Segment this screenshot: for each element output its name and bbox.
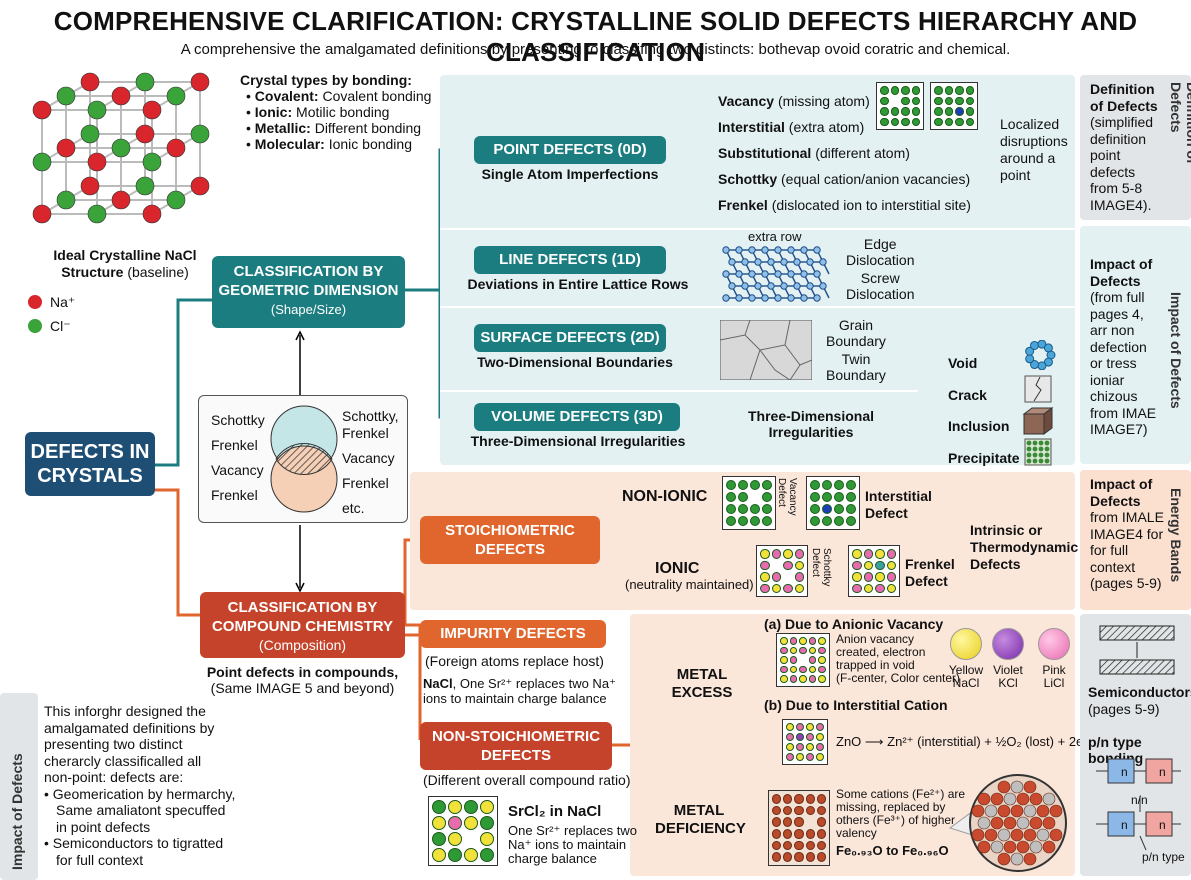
- impurity-nacl-note: NaCl, One Sr²⁺ replaces two Na⁺ions to m…: [423, 676, 616, 706]
- pn-junction-icon: [1096, 758, 1181, 851]
- vacancy-defect-label: Vacancy Defect: [776, 478, 798, 516]
- defects-in-crystals-box[interactable]: DEFECTS IN CRYSTALS: [25, 432, 155, 496]
- chloride-ion-icon: [28, 319, 42, 333]
- stoichiometric-defects-box[interactable]: STOICHIOMETRIC DEFECTS: [420, 516, 600, 564]
- semiconductors-sub: (pages 5-9): [1088, 701, 1160, 717]
- vacancy-defect-icon: [722, 476, 776, 530]
- semiconductors-title: Semiconductors: [1088, 684, 1191, 700]
- ionic-sub: (neutrality maintained): [625, 577, 754, 592]
- f-center-lattice-icon: [776, 633, 830, 687]
- definition-panel: [1080, 75, 1191, 220]
- point-defects-sub: Single Atom Imperfections: [481, 166, 659, 182]
- point-defects-box[interactable]: POINT DEFECTS (0D): [474, 136, 666, 164]
- precipitate-icon: [1024, 438, 1052, 466]
- chemistry-note: Point defects in compounds,(Same IMAGE 5…: [206, 664, 399, 696]
- void-icon: [1025, 340, 1056, 370]
- feo-zoom-icon: [948, 774, 1067, 872]
- crystal-types-heading: Crystal types by bonding:: [240, 72, 412, 88]
- volume-defects-box[interactable]: VOLUME DEFECTS (3D): [474, 403, 680, 431]
- nn-label: n/n: [1131, 793, 1148, 807]
- inclusion-icon: [1022, 407, 1054, 435]
- zno-lattice-icon: [782, 719, 828, 765]
- surface-defects-box[interactable]: SURFACE DEFECTS (2D): [474, 324, 666, 352]
- impurity-sub: (Foreign atoms replace host): [425, 653, 604, 669]
- grain-boundary-icon: [720, 320, 812, 380]
- deficiency-formula: Fe₀.₉₃O to Fe₀.₉₆O: [836, 843, 949, 858]
- volume-defects-sub: Three-Dimensional Irregularities: [470, 433, 686, 449]
- page-subtitle: A comprehensive the amalgamated definiti…: [180, 41, 1011, 58]
- energy-vertical-label: Energy Bands: [1168, 488, 1184, 583]
- pn-type-label: p/n type: [1142, 850, 1185, 864]
- venn-diagram-icon: [270, 405, 338, 513]
- feo-lattice-icon: [768, 790, 830, 866]
- geometric-classification-box[interactable]: CLASSIFICATION BY GEOMETRIC DIMENSION(Sh…: [212, 256, 405, 328]
- bottom-impact-vertical-label: Impact of Defects: [9, 753, 25, 870]
- bottom-impact-panel: [0, 693, 38, 880]
- n-label-4: n: [1159, 818, 1166, 832]
- point-defect-list: Vacancy (missing atom) Interstitial (ext…: [718, 93, 971, 213]
- interstitial-lattice-icon: [930, 82, 978, 130]
- n-label-1: n: [1121, 765, 1128, 779]
- chemistry-classification-box[interactable]: CLASSIFICATION BY COMPOUND CHEMISTRY(Com…: [200, 592, 405, 658]
- schottky-defect-icon: [756, 545, 808, 597]
- energy-panel: [1080, 470, 1191, 610]
- zno-equation: ZnO ⟶ Zn²⁺ (interstitial) + ½O₂ (lost) +…: [836, 734, 1091, 749]
- srcl2-lattice-icon: [428, 796, 498, 866]
- definition-vertical-label: Definition of Defects: [1168, 82, 1191, 164]
- n-label-3: n: [1121, 818, 1128, 832]
- extra-row-label: extra row: [748, 229, 802, 244]
- non-ionic-label: NON-IONIC: [622, 488, 708, 505]
- surface-defects-sub: Two-Dimensional Boundaries: [477, 354, 673, 370]
- pink-licl-icon: [1038, 628, 1070, 660]
- line-defects-box[interactable]: LINE DEFECTS (1D): [474, 246, 666, 274]
- sodium-ion-icon: [28, 295, 42, 309]
- frenkel-defect-icon: [848, 545, 900, 597]
- interstitial-defect-icon: [806, 476, 860, 530]
- vacancy-lattice-icon: [876, 82, 924, 130]
- impurity-defects-box[interactable]: IMPURITY DEFECTS: [420, 620, 606, 648]
- yellow-nacl-icon: [950, 628, 982, 660]
- non-stoichiometric-defects-box[interactable]: NON-STOICHIOMETRIC DEFECTS: [420, 722, 612, 770]
- violet-kcl-icon: [992, 628, 1024, 660]
- ion-legend: Na⁺ Cl⁻: [28, 290, 75, 338]
- anionic-vacancy-title: (a) Due to Anionic Vacancy: [764, 616, 944, 632]
- dislocation-lattice-icon: [722, 246, 830, 302]
- srcl2-title: SrCl₂ in NaCl: [508, 803, 602, 820]
- page-title: COMPREHENSIVE CLARIFICATION: CRYSTALLINE…: [53, 6, 1138, 67]
- crack-icon: [1024, 375, 1052, 403]
- schottky-defect-label: Schottky Defect: [810, 548, 832, 587]
- band-gap-icon: [1099, 625, 1175, 675]
- nacl-crystal-icon: [32, 72, 210, 224]
- line-defects-sub: Deviations in Entire Lattice Rows: [467, 276, 689, 292]
- impact-vertical-label: Impact of Defects: [1168, 292, 1184, 409]
- impact-panel: [1080, 226, 1191, 464]
- interstitial-cation-title: (b) Due to Interstitial Cation: [764, 697, 948, 713]
- non-stoichiometric-sub: (Different overall compound ratio): [423, 772, 631, 788]
- crystal-types: Crystal types by bonding: • Covalent: Co…: [240, 72, 432, 152]
- n-label-2: n: [1159, 765, 1166, 779]
- ionic-label: IONIC: [655, 560, 700, 577]
